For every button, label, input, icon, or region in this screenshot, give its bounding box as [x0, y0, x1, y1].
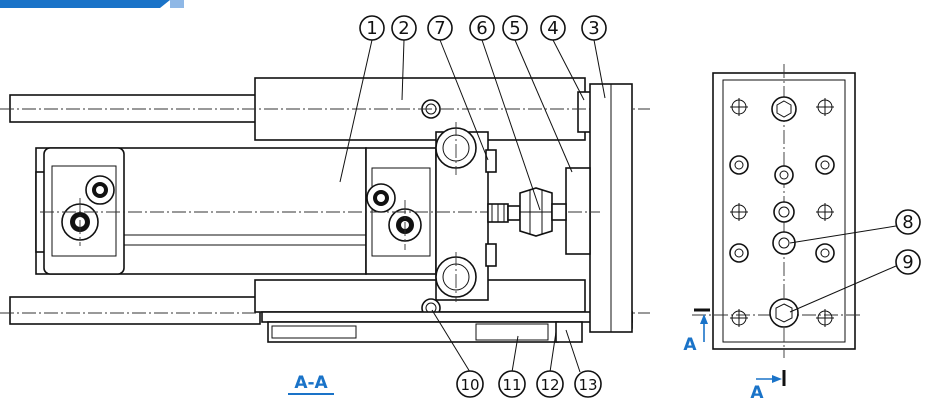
lower-guide-rod	[9, 296, 261, 325]
callout-4: 4	[540, 15, 566, 41]
leader-lines	[339, 39, 606, 373]
hole-pattern	[729, 96, 835, 328]
callout-7: 7	[427, 15, 453, 41]
callout-11: 11	[498, 370, 526, 398]
svg-text:6: 6	[476, 18, 487, 39]
svg-text:3: 3	[588, 18, 599, 39]
bottom-cover	[261, 311, 633, 343]
svg-text:5: 5	[509, 18, 520, 39]
svg-text:8: 8	[902, 212, 913, 233]
callout-9: 9	[895, 249, 921, 275]
right-yoke	[365, 147, 437, 275]
end-plate	[589, 83, 633, 333]
rod-nut-assembly	[487, 187, 567, 237]
section-marker-bottom: A	[750, 370, 786, 403]
callout-6: 6	[469, 15, 495, 41]
header-banner	[0, 0, 184, 8]
section-view: 1 2 7 6 5 4 3 10	[0, 15, 650, 398]
callout-2: 2	[391, 15, 417, 41]
callout-3: 3	[581, 15, 607, 41]
flange	[565, 167, 591, 255]
carriage-plate	[435, 127, 497, 301]
callout-12: 12	[536, 370, 564, 398]
svg-text:A: A	[683, 335, 697, 355]
svg-text:A: A	[750, 383, 764, 403]
section-title: A-A	[288, 373, 334, 395]
svg-text:2: 2	[398, 18, 409, 39]
callout-1: 1	[359, 15, 385, 41]
callout-5: 5	[502, 15, 528, 41]
callout-13: 13	[574, 370, 602, 398]
end-view: 8 9 A A	[683, 64, 921, 403]
upper-guide-rod	[9, 94, 261, 123]
callout-8: 8	[895, 209, 921, 235]
svg-text:10: 10	[460, 376, 479, 394]
svg-text:7: 7	[434, 18, 445, 39]
svg-text:11: 11	[502, 376, 521, 394]
svg-text:1: 1	[366, 18, 377, 39]
svg-text:13: 13	[578, 376, 597, 394]
svg-text:9: 9	[902, 252, 913, 273]
left-end-cap	[43, 147, 125, 275]
svg-text:4: 4	[547, 18, 558, 39]
callout-10: 10	[456, 370, 484, 398]
section-marker-left: A	[683, 308, 710, 355]
svg-text:12: 12	[540, 376, 559, 394]
svg-text:A-A: A-A	[294, 373, 328, 393]
